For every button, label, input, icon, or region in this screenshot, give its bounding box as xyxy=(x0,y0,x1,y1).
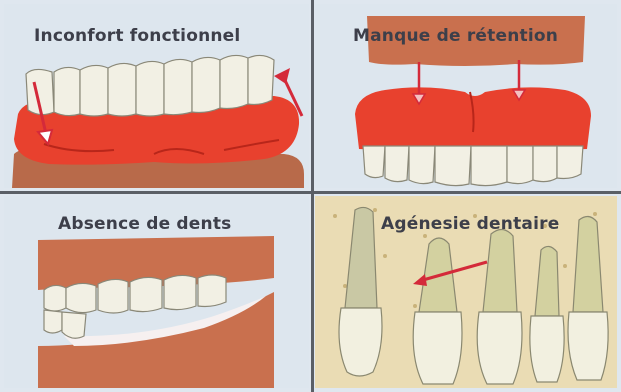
tooth-icon xyxy=(530,246,564,382)
panel-title: Agénesie dentaire xyxy=(381,214,559,234)
lower-teeth xyxy=(44,310,86,338)
panel-absence-de-dents: Absence de dents xyxy=(4,196,309,388)
vertical-divider xyxy=(311,0,314,392)
tooth-icon xyxy=(568,216,608,380)
tooth-icon xyxy=(477,229,522,384)
panel-manque-de-retention: Manque de rétention xyxy=(315,4,617,188)
panel-title: Manque de rétention xyxy=(353,26,558,46)
horizontal-divider xyxy=(0,191,621,194)
teeth-row xyxy=(26,55,274,116)
tooth-icon xyxy=(413,238,462,384)
panel-title: Absence de dents xyxy=(58,214,231,234)
panel-inconfort-fonctionnel: Inconfort fonctionnel xyxy=(4,4,309,188)
panel-title: Inconfort fonctionnel xyxy=(34,26,240,46)
tooth-icon xyxy=(339,207,382,376)
teeth-row xyxy=(363,146,583,186)
panel-agenesie-dentaire: Agénesie dentaire xyxy=(315,196,617,388)
